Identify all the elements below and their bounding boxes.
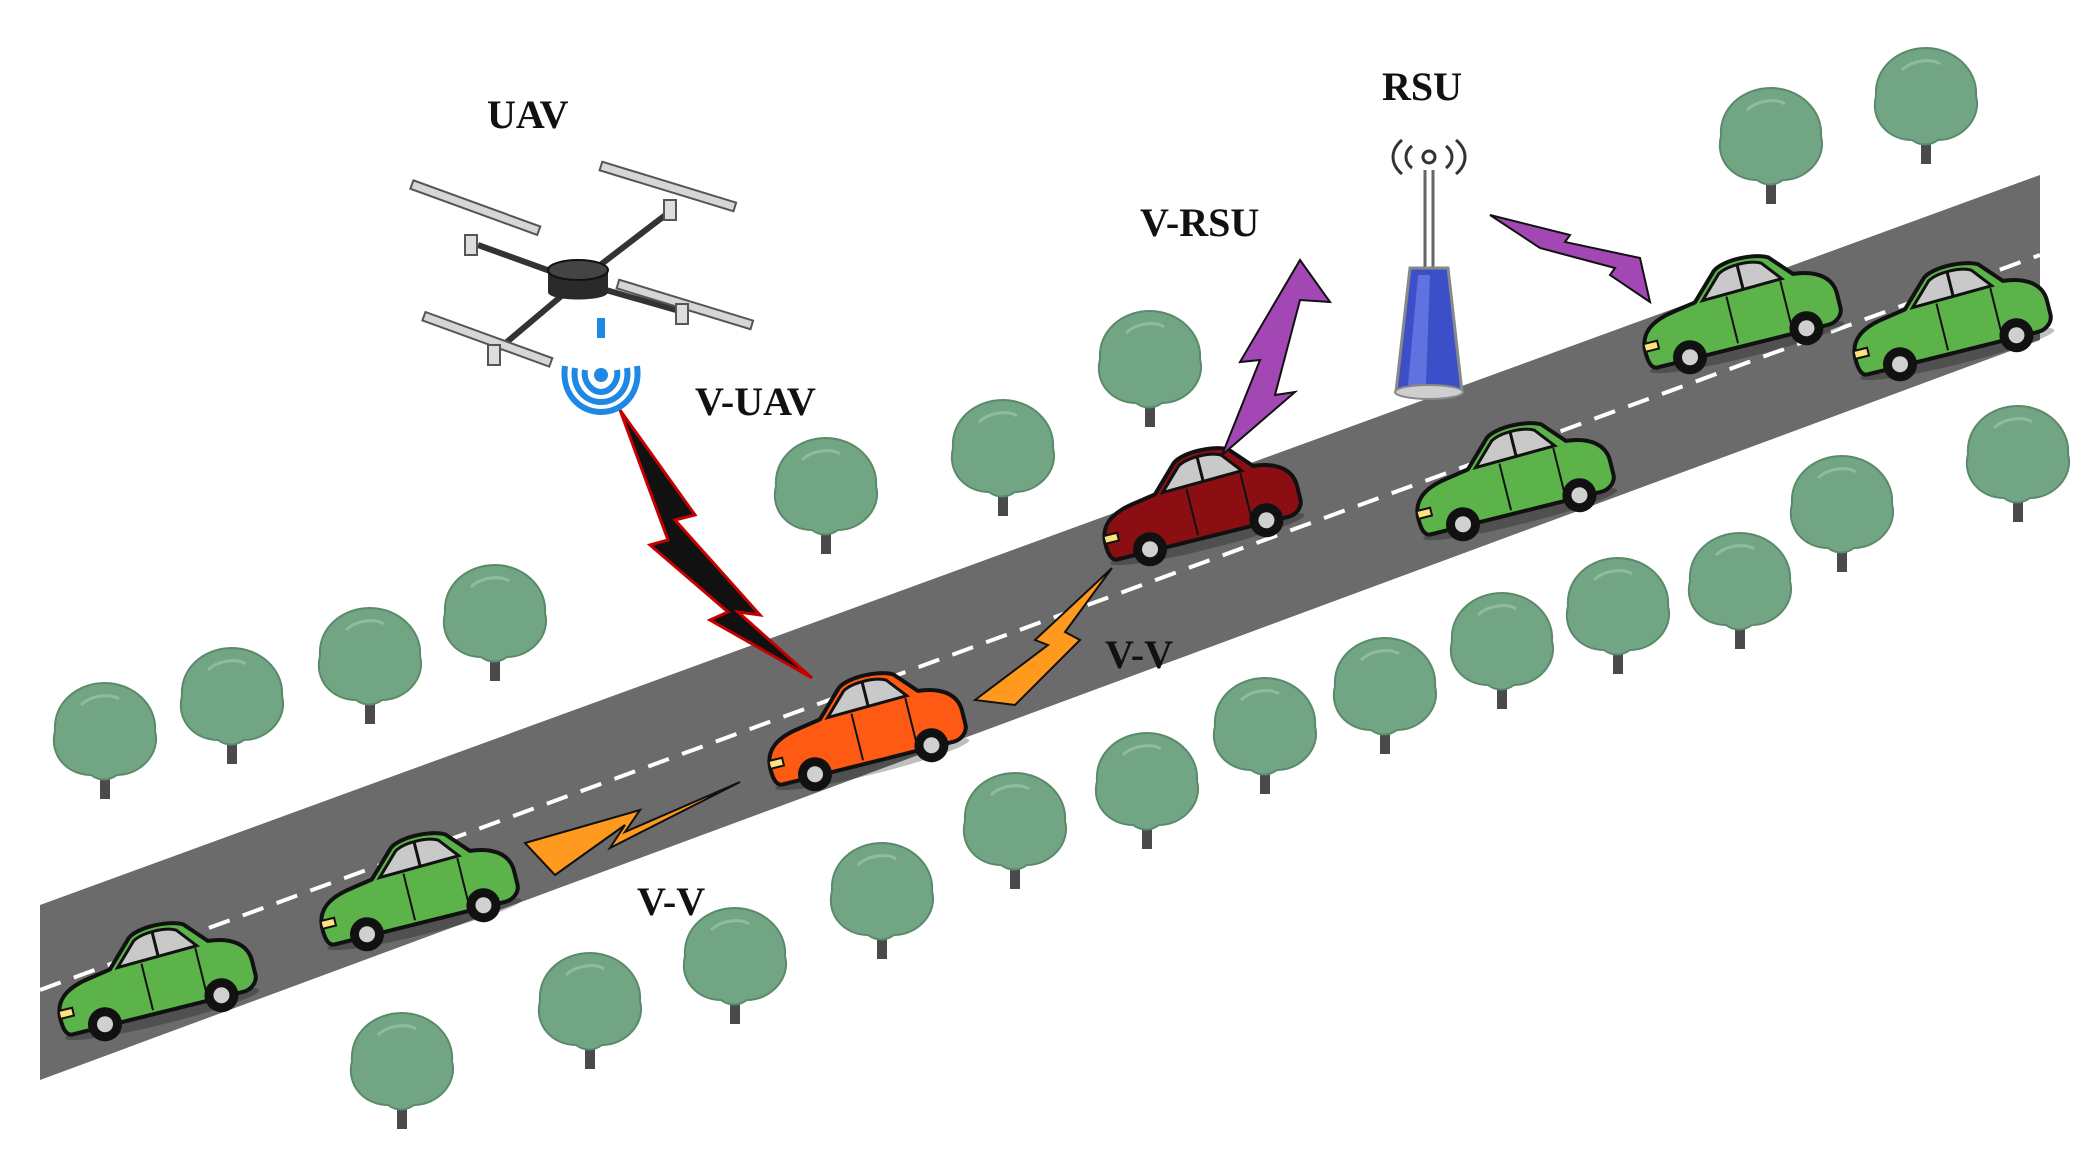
label-v-rsu: V-RSU bbox=[1140, 200, 1259, 245]
label-uav: UAV bbox=[487, 92, 569, 137]
lightning-bolt-v-v-lower bbox=[523, 781, 741, 877]
tree-icon bbox=[1094, 731, 1200, 851]
tree-icon bbox=[1873, 46, 1979, 166]
label-v-uav: V-UAV bbox=[695, 379, 816, 424]
links bbox=[523, 214, 1652, 877]
tree-icon bbox=[1332, 636, 1438, 756]
tree-icon bbox=[1449, 591, 1555, 711]
tree-icon bbox=[682, 906, 788, 1026]
wifi-signal-icon bbox=[561, 318, 641, 416]
lightning-bolt-v-v-upper bbox=[972, 567, 1113, 707]
tree-icon bbox=[179, 646, 285, 766]
tree-icon bbox=[962, 771, 1068, 891]
tree-icon bbox=[442, 563, 548, 683]
tree-icon bbox=[537, 951, 643, 1071]
tree-icon bbox=[1565, 556, 1671, 676]
tree-icon bbox=[1718, 86, 1824, 206]
roadside-unit-antenna-icon bbox=[1391, 138, 1467, 400]
label-v-v-lower: V-V bbox=[637, 879, 705, 924]
tree-icon bbox=[1965, 404, 2071, 524]
tree-icon bbox=[1687, 531, 1793, 651]
tree-icon bbox=[950, 398, 1056, 518]
lightning-bolt-rsu-car bbox=[1489, 214, 1652, 305]
quadcopter-drone-icon bbox=[409, 160, 755, 368]
lightning-bolt-v-uav bbox=[618, 409, 813, 680]
tree-icon bbox=[1789, 454, 1895, 574]
tree-icon bbox=[1097, 309, 1203, 429]
label-rsu: RSU bbox=[1382, 64, 1462, 109]
lightning-bolt-v-rsu bbox=[1221, 258, 1333, 456]
tree-icon bbox=[349, 1011, 455, 1131]
tree-icon bbox=[773, 436, 879, 556]
tree-icon bbox=[829, 841, 935, 961]
tree-icon bbox=[52, 681, 158, 801]
tree-icon bbox=[317, 606, 423, 726]
tree-icon bbox=[1212, 676, 1318, 796]
label-v-v-upper: V-V bbox=[1105, 632, 1173, 677]
